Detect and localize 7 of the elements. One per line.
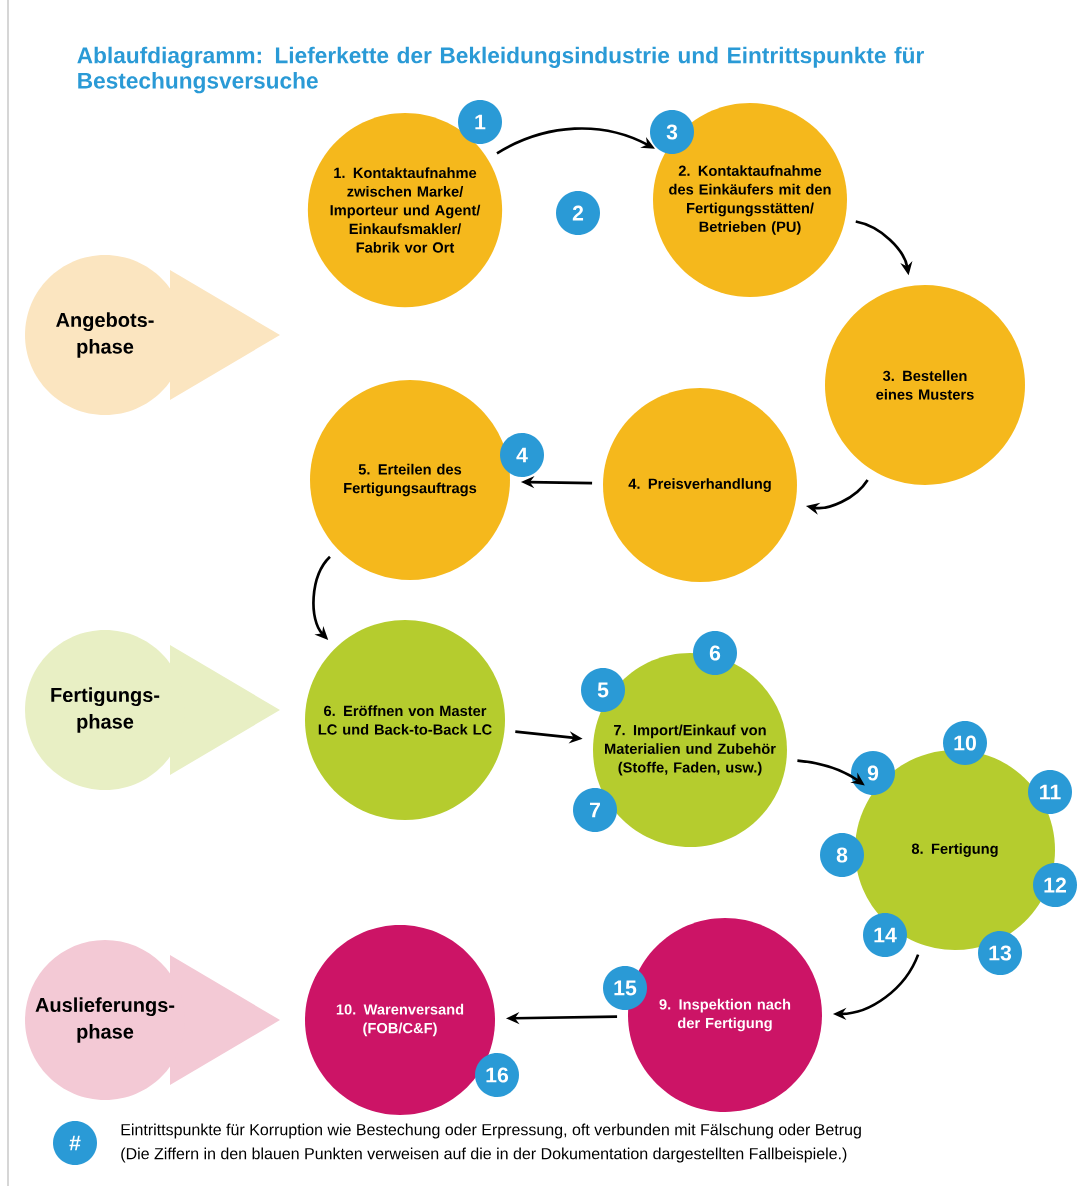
phase-badge: Fertigungs-phase bbox=[25, 630, 280, 790]
note-text: (Die Ziffern in den blauen Punkten verweisen auf die in der Dokumentation dargestellten Fallbeispiele.) bbox=[121, 1147, 847, 1163]
arrow bbox=[312, 555, 331, 640]
phase-badge: Angebots-phase bbox=[25, 255, 280, 415]
phase-badge: Auslieferungs-phase bbox=[25, 940, 280, 1100]
title: Ablaufdiagramm: Lieferkette der Bekleidungsindustrie und Eintrittspunkte für Bestechungsversuche bbox=[77, 46, 924, 94]
note-text: Eintrittspunkte für Korruption wie Bestechung oder Erpressung, oft verbunden mit Fälschung oder Betrug bbox=[121, 1123, 861, 1139]
